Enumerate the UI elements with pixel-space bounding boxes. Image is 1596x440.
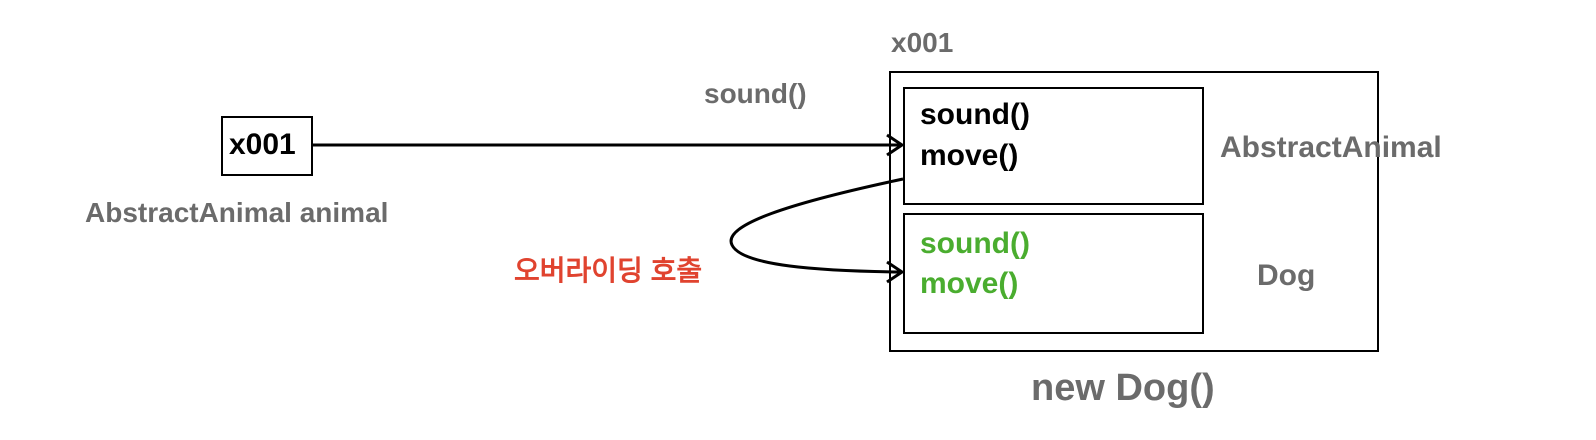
child-class-label: Dog	[1257, 259, 1316, 292]
instance-box	[889, 71, 1379, 352]
variable-value: x001	[229, 128, 296, 161]
call-label: sound()	[704, 78, 807, 109]
heap-address: x001	[891, 27, 954, 58]
parent-method-move: move()	[920, 139, 1019, 172]
child-method-move: move()	[920, 267, 1019, 300]
constructor-label: new Dog()	[1031, 367, 1215, 409]
parent-section-box	[903, 87, 1204, 205]
override-label: 오버라이딩 호출	[514, 255, 703, 286]
parent-class-label: AbstractAnimal	[1220, 131, 1442, 164]
variable-box	[221, 116, 313, 176]
parent-method-sound: sound()	[920, 98, 1030, 131]
reference-arrow-head	[886, 133, 905, 157]
child-section-box	[903, 213, 1204, 334]
override-arrow-head	[886, 260, 905, 284]
child-method-sound: sound()	[920, 227, 1030, 260]
variable-declaration: AbstractAnimal animal	[85, 197, 389, 228]
override-arrow-curve	[729, 177, 904, 274]
